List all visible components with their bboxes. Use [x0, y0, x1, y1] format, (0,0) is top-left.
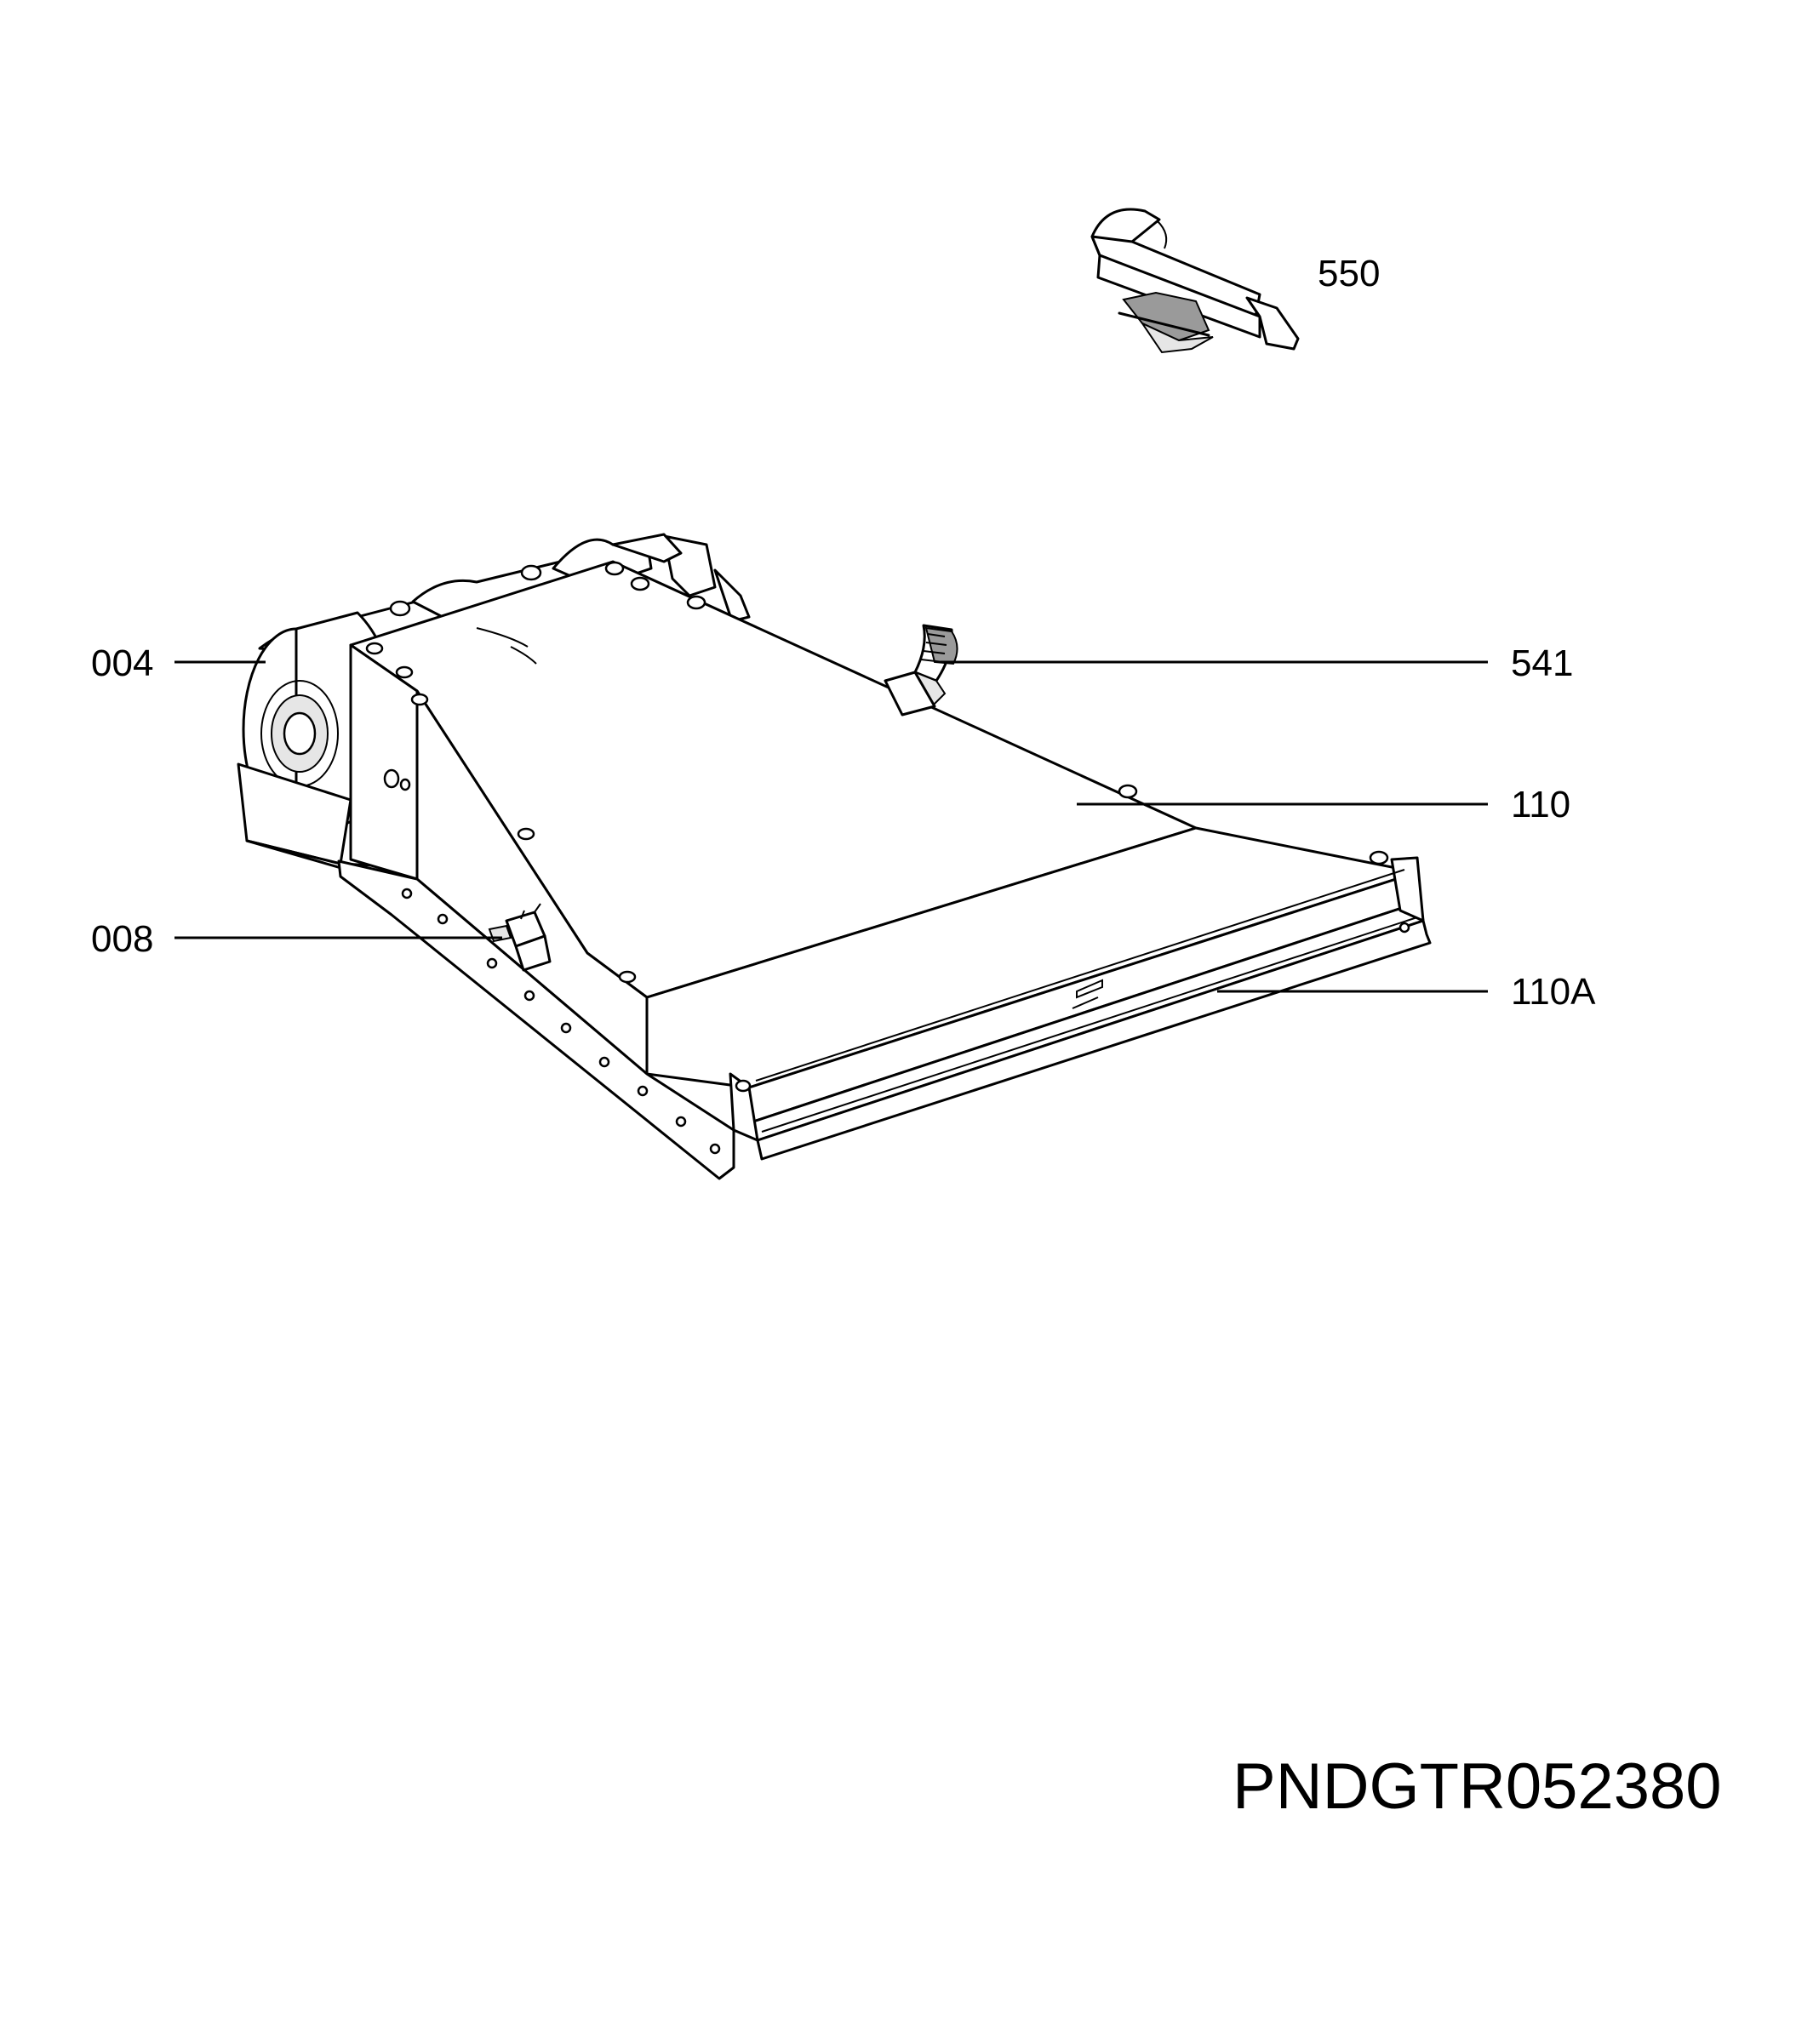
callout-110A: 110A: [1511, 971, 1596, 1013]
callout-110: 110: [1511, 784, 1571, 825]
part-110-cover: [237, 560, 1432, 1180]
callout-004: 004: [91, 642, 154, 684]
callout-550: 550: [1318, 253, 1381, 294]
part-550-bracket: [1090, 208, 1300, 354]
part-008-connector: [488, 903, 552, 972]
callout-541: 541: [1511, 642, 1574, 684]
document-code: PNDGTR052380: [1233, 1750, 1722, 1823]
part-541-clamp: [884, 624, 958, 717]
callout-008: 008: [91, 918, 154, 960]
